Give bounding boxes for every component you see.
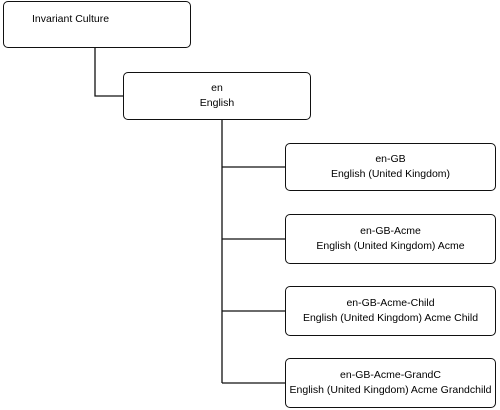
node-en: en English [123, 72, 311, 120]
node-en-gb-name: English (United Kingdom) [330, 168, 451, 180]
node-en-gb-code: en-GB [375, 153, 406, 165]
node-invariant-culture: Invariant Culture [3, 1, 191, 48]
node-en-gb-acme: en-GB-Acme English (United Kingdom) Acme [285, 214, 496, 264]
node-invariant-culture-label: Invariant Culture [32, 13, 110, 25]
node-en-gb-acme-grandc-name: English (United Kingdom) Acme Grandchild [289, 384, 492, 396]
node-en-code: en [211, 82, 223, 94]
node-en-gb-acme-child-name: English (United Kingdom) Acme Child [302, 312, 479, 324]
node-en-gb-acme-grandc: en-GB-Acme-GrandC English (United Kingdo… [285, 358, 496, 408]
node-en-gb-acme-code: en-GB-Acme [360, 225, 421, 237]
node-en-gb-acme-name: English (United Kingdom) Acme [316, 240, 465, 252]
node-en-gb: en-GB English (United Kingdom) [285, 143, 496, 191]
node-en-gb-acme-child: en-GB-Acme-Child English (United Kingdom… [285, 286, 496, 336]
node-en-gb-acme-grandc-code: en-GB-Acme-GrandC [340, 369, 441, 381]
connector-root-to-en [94, 48, 123, 97]
node-en-gb-acme-child-code: en-GB-Acme-Child [346, 297, 435, 309]
node-en-name: English [199, 97, 235, 109]
